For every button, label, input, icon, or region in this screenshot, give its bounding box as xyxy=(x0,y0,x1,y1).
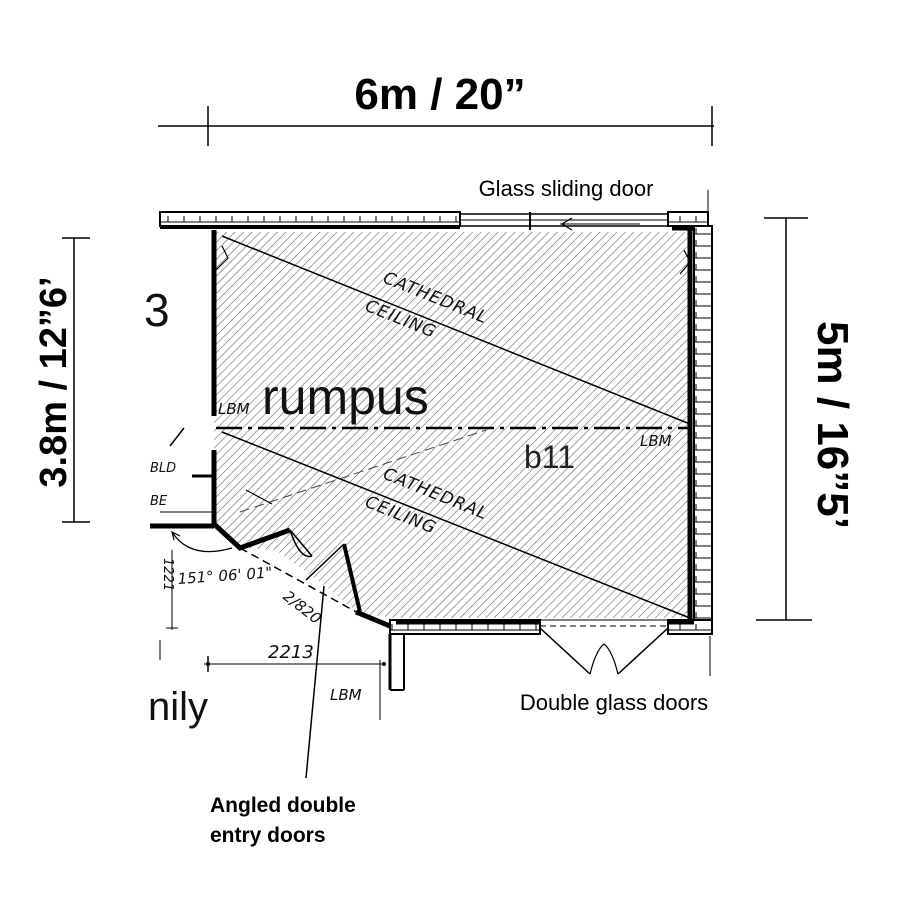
lbm-label-right: LBM xyxy=(640,432,672,450)
double-glass-doors-label: Double glass doors xyxy=(520,690,708,715)
double-glass-doors xyxy=(539,627,669,675)
door-spec-annotation: 2/820 xyxy=(280,587,325,628)
angle-annotation: 151° 06' 01" xyxy=(177,563,273,588)
left-wall xyxy=(150,230,217,529)
side-fragment-bld: BLD xyxy=(150,461,176,476)
dimension-2213-label: 2213 xyxy=(268,642,314,663)
rumpus-room-floor xyxy=(214,232,690,618)
room-name: rumpus xyxy=(262,369,429,425)
angled-entry-label-line1: Angled double xyxy=(210,794,356,817)
left-height-dimension: 3.8m / 12”6’ xyxy=(33,237,90,523)
side-fragment-be: BE xyxy=(150,494,168,509)
top-wall xyxy=(159,211,709,229)
right-height-label: 5m / 16”5’ xyxy=(808,321,857,529)
left-height-label: 3.8m / 12”6’ xyxy=(33,276,75,487)
angled-entry-leader xyxy=(305,585,325,779)
width-dimension-label: 6m / 20” xyxy=(354,70,525,119)
glass-sliding-door xyxy=(460,190,709,231)
glass-sliding-door-label: Glass sliding door xyxy=(479,176,654,201)
right-height-dimension: 5m / 16”5’ xyxy=(756,217,857,621)
family-label-fragment: nily xyxy=(148,685,208,729)
lbm-label-left: LBM xyxy=(218,400,250,418)
dimension-2213: 2213 xyxy=(204,642,386,672)
side-fragment-3: 3 xyxy=(144,284,170,336)
lbm-label-bottom: LBM xyxy=(330,686,362,704)
room-code: b11 xyxy=(524,439,575,475)
dimension-1221: 1221 xyxy=(160,550,178,630)
cathedral-ceiling-lines xyxy=(215,235,691,619)
dimension-1221-label: 1221 xyxy=(160,558,175,591)
angled-entry-label-line2: entry doors xyxy=(210,824,326,847)
bottom-wall xyxy=(379,619,713,720)
width-dimension: 6m / 20” xyxy=(158,70,714,146)
